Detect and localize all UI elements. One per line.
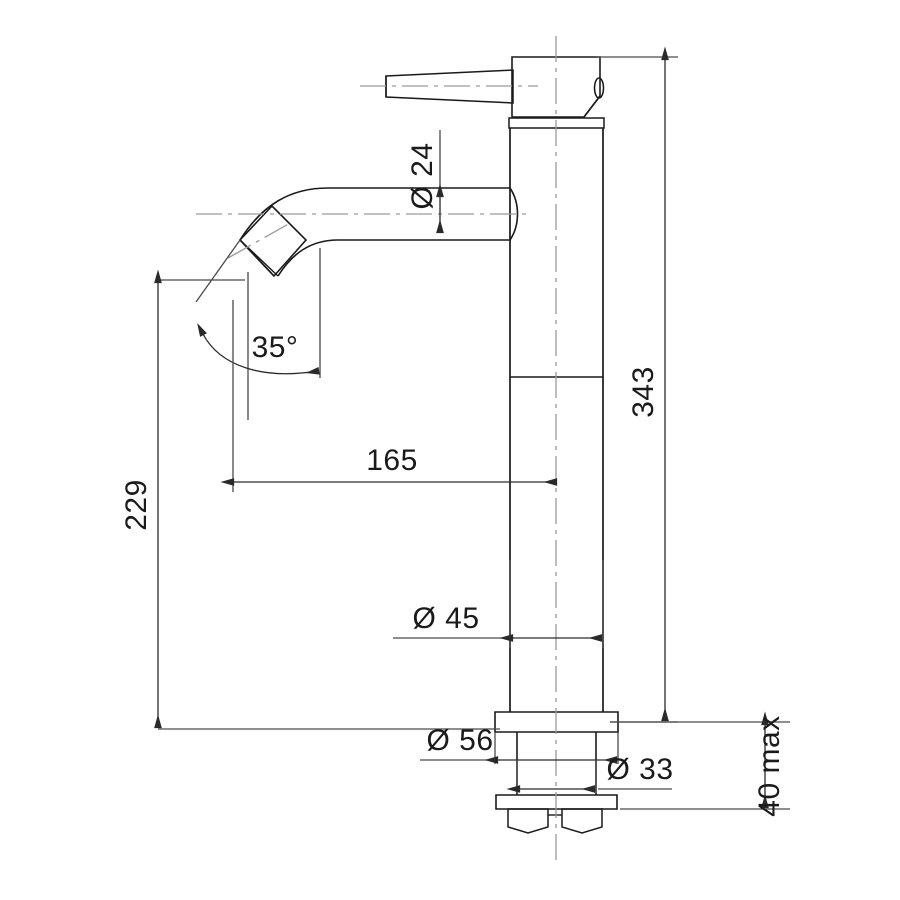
dimension-label-dia-45: Ø 45 (412, 602, 479, 635)
dimension-label-dia-56: Ø 56 (426, 724, 493, 757)
dimension-label-dia-24: Ø 24 (406, 142, 439, 209)
dimension-dia-33: Ø 33 (506, 753, 673, 793)
dimension-len-165: 165 (220, 300, 558, 492)
dimension-label-hgt-229: 229 (120, 479, 153, 531)
dimension-label-thk-40max: 40 max (753, 715, 786, 816)
dimension-dia-45: Ø 45 (393, 560, 604, 648)
cartridge-head (508, 56, 605, 129)
faucet-geometry (238, 56, 619, 834)
dimension-thk-40max: 40 max (610, 711, 790, 817)
dimension-angle-35: 35° (195, 239, 321, 420)
spout-assembly (238, 187, 519, 278)
centerlines (196, 36, 557, 862)
dimension-label-len-165: 165 (366, 444, 418, 477)
dimension-hgt-343: 343 (596, 46, 678, 723)
dimension-dia-56: Ø 56 (420, 724, 619, 764)
dimension-hgt-229: 229 (120, 269, 500, 730)
dimension-label-dia-33: Ø 33 (606, 753, 673, 786)
dimension-label-hgt-343: 343 (627, 366, 660, 418)
dimension-label-angle-35: 35° (252, 331, 299, 364)
dimension-dia-24: Ø 24 (406, 130, 444, 234)
outlet-centerline (227, 221, 293, 259)
